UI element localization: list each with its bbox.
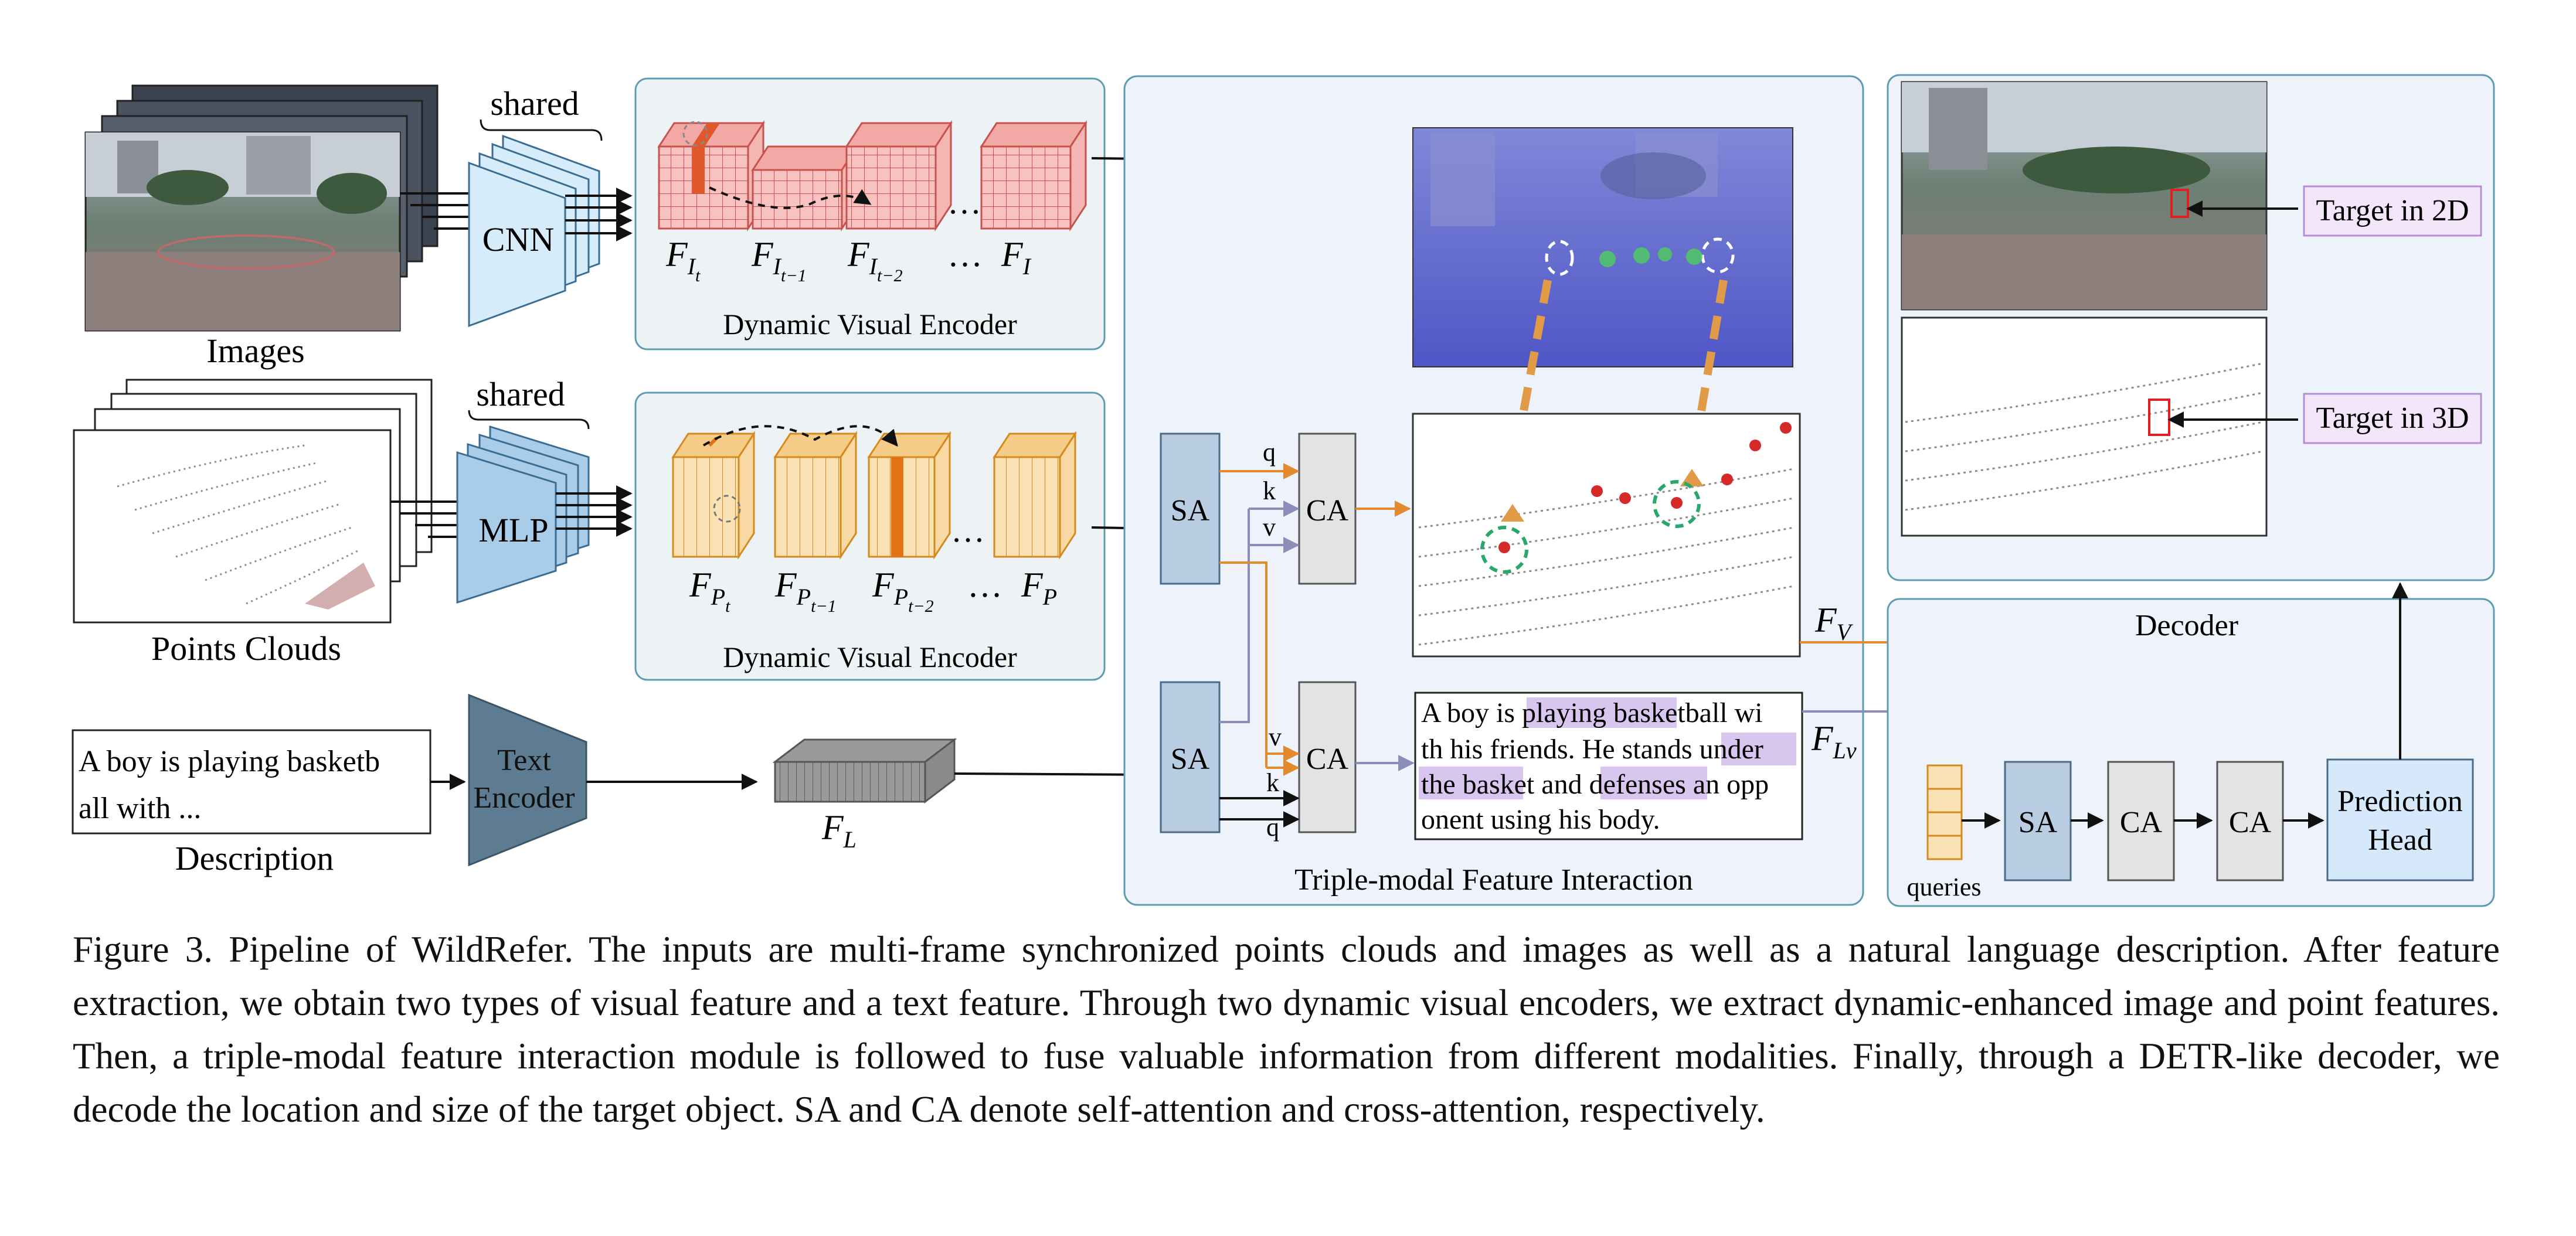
input-pointcloud-stack: [73, 379, 433, 624]
ca-block-bottom-label: CA: [1306, 743, 1349, 776]
output-image-3d: [1901, 316, 2268, 537]
image-feature-ellipsis: …: [947, 183, 981, 221]
sa-block-bottom-label: SA: [1171, 743, 1210, 776]
point-encoder-title: Dynamic Visual Encoder: [723, 641, 1017, 673]
shared-label-top: shared: [490, 84, 579, 122]
cnn-to-encoder-arrows: [565, 188, 633, 241]
output-image-2d: [1901, 81, 2268, 311]
decoder-ca1-label: CA: [2120, 806, 2163, 839]
qkv-bottom: v k q: [1219, 723, 1300, 842]
point-feature-ellipsis: …: [951, 511, 985, 549]
svg-text:th his friends. He stands unde: th his friends. He stands under: [1421, 734, 1763, 765]
cnn-block: [468, 134, 600, 328]
ca-block-bottom: [1298, 681, 1357, 833]
svg-text:…: …: [947, 235, 983, 274]
target-2d-label: Target in 2D: [2316, 194, 2469, 227]
image-encoder-title: Dynamic Visual Encoder: [723, 308, 1017, 341]
qkv-top: q k v: [1219, 438, 1300, 553]
target-2d-box: [2303, 185, 2482, 237]
description-text-line1: A boy is playing basketb: [79, 745, 380, 778]
text-feature-slab: [772, 737, 957, 804]
ca-block-top-label: CA: [1306, 494, 1349, 527]
sa-block-top: [1160, 433, 1221, 585]
svg-text:…: …: [967, 566, 1002, 604]
images-label: Images: [206, 332, 305, 370]
caption-text: Pipeline of WildRefer. The inputs are mu…: [73, 929, 2500, 1130]
pointcloud-to-mlp-arrows: [390, 500, 458, 538]
image-to-cnn-arrows: [400, 192, 469, 230]
decoder-ca2-block: [2216, 761, 2284, 881]
svg-text:A boy is playing basketball wi: A boy is playing basketball wi: [1421, 697, 1763, 728]
q-label-top: q: [1263, 438, 1276, 467]
input-image-stack: [84, 84, 439, 332]
v-label-top: v: [1263, 513, 1276, 542]
text-encoder-label-line2: Encoder: [473, 781, 575, 815]
decoder-sa-label: SA: [2018, 806, 2058, 839]
decoder-sa-block: [2004, 761, 2072, 881]
f-v-label: FV: [1814, 601, 1854, 645]
pipeline-figure: Images shared CNN: [72, 74, 2495, 907]
caption-label: Figure 3.: [73, 929, 213, 970]
attention-pointcloud: [1412, 413, 1801, 658]
shared-label-bottom: shared: [476, 375, 565, 413]
queries-label: queries: [1906, 873, 1981, 901]
svg-text:the basket and defenses an opp: the basket and defenses an opp: [1421, 769, 1769, 800]
cnn-label: CNN: [482, 220, 554, 258]
mlp-block: [456, 425, 590, 604]
text-encoder-block: [468, 693, 587, 867]
svg-text:FP: FP: [1021, 566, 1057, 610]
prediction-head-line2: Head: [2368, 823, 2432, 857]
sa-block-top-label: SA: [1171, 494, 1210, 527]
decoder-ca1-block: [2107, 761, 2175, 881]
description-label: Description: [175, 839, 334, 877]
attention-image: [1412, 127, 1793, 367]
interaction-title: Triple-modal Feature Interaction: [1294, 863, 1693, 897]
description-box: [72, 729, 431, 835]
q-label-bottom: q: [1266, 813, 1279, 842]
image-feature-cubes: [657, 120, 1088, 232]
text-encoder-label-line1: Text: [497, 744, 551, 777]
prediction-head-line1: Prediction: [2337, 785, 2463, 818]
k-label-bottom: k: [1266, 768, 1279, 797]
mlp-label: MLP: [478, 511, 548, 549]
figure-caption: Figure 3. Pipeline of WildRefer. The inp…: [73, 923, 2500, 1136]
target-3d-label: Target in 3D: [2316, 401, 2469, 435]
prediction-head-block: [2326, 758, 2474, 881]
target-3d-box: [2303, 393, 2482, 444]
point-feature-cubes: [671, 425, 1077, 560]
decoder-ca2-label: CA: [2229, 806, 2272, 839]
decoder-title: Decoder: [2135, 609, 2238, 642]
highlighted-text-box: A boy is playing basketball wi th his fr…: [1414, 692, 1803, 840]
mlp-to-encoder-arrows: [556, 485, 633, 537]
sa-block-bottom: [1160, 681, 1221, 833]
k-label-top: k: [1263, 476, 1276, 505]
v-label-bottom: v: [1269, 723, 1282, 751]
text-feature-label: FL: [821, 808, 857, 853]
queries-stack: [1926, 764, 1963, 860]
description-text-line2: all with ...: [79, 792, 201, 825]
svg-text:onent using his body.: onent using his body.: [1421, 804, 1660, 835]
points-label: Points Clouds: [151, 629, 341, 668]
